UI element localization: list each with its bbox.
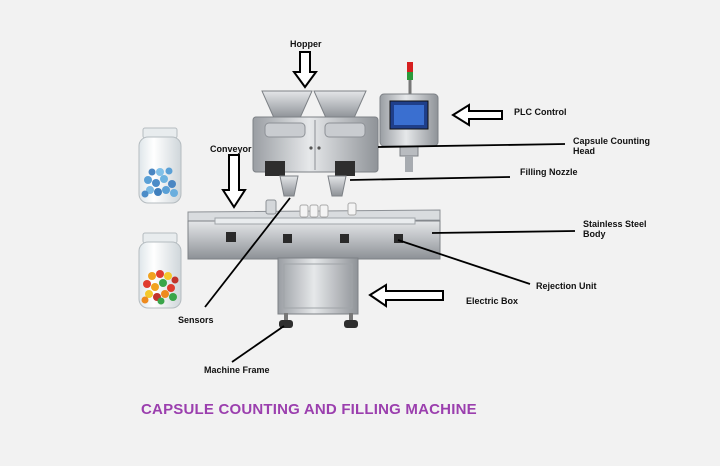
- machine-frame-label: Machine Frame: [204, 365, 270, 375]
- signal-tower: [407, 62, 413, 95]
- stainless-steel-body-leader: [431, 230, 576, 234]
- machine-frame-leader: [231, 325, 285, 363]
- rejection-unit-label: Rejection Unit: [536, 281, 597, 291]
- rejection-unit-leader: [397, 239, 531, 285]
- capsule-counting-head-leader: [377, 143, 566, 148]
- machine-feet: [279, 313, 358, 328]
- conveyor-body: [187, 199, 441, 260]
- blue-capsules: [141, 167, 178, 198]
- plc-control-label: PLC Control: [514, 107, 567, 117]
- stainless-steel-body-label: Stainless Steel Body: [583, 219, 647, 239]
- bottle-colored-capsules: [138, 232, 182, 309]
- electric-box-label: Electric Box: [466, 296, 519, 306]
- electric-box-arrow: [368, 283, 444, 308]
- plc-control-arrow: [451, 103, 503, 127]
- sensor-brackets: [226, 232, 403, 243]
- sensors-label: Sensors: [178, 315, 214, 325]
- electric-box: [277, 257, 359, 315]
- diagram-caption: CAPSULE COUNTING AND FILLING MACHINE: [141, 401, 477, 418]
- hoppers: [261, 90, 367, 119]
- colored-capsules: [141, 270, 179, 305]
- conveyor-arrow: [221, 154, 247, 209]
- filling-nozzle-label: Filling Nozzle: [520, 167, 578, 177]
- counting-head-cabinet: [252, 116, 379, 176]
- bottle-blue-capsules: [138, 127, 182, 204]
- conveyor-bottles-row: [265, 199, 357, 218]
- conveyor-label: Conveyor: [210, 144, 252, 154]
- hopper-arrow: [292, 51, 318, 89]
- sensors-leader: [204, 197, 291, 308]
- capsule-counting-head-label: Capsule Counting Head: [573, 136, 650, 156]
- hopper-label: Hopper: [290, 39, 322, 49]
- filling-nozzle-leader: [349, 176, 511, 181]
- plc-control-panel: [379, 93, 439, 172]
- machine: [187, 62, 441, 328]
- filling-nozzles: [279, 175, 347, 197]
